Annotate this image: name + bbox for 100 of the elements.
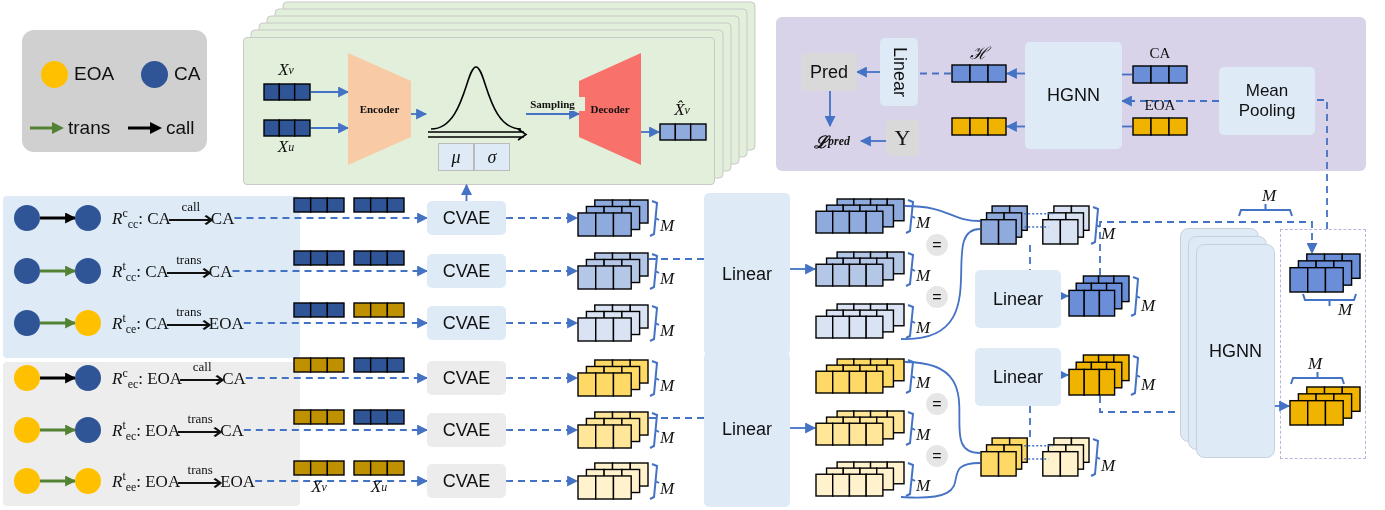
arrow [789, 422, 817, 434]
arrow [1274, 400, 1291, 412]
process-box: CVAE [427, 413, 506, 447]
tensor-stack [1289, 253, 1361, 293]
size-label: M [660, 428, 675, 448]
arrow [242, 317, 429, 329]
tensor-stack [577, 199, 649, 237]
tensor-bar [353, 409, 405, 425]
curved-connector [900, 228, 981, 340]
process-box: HGNN [1025, 42, 1122, 149]
arrow [40, 317, 77, 329]
tensor-label: EOA [1143, 95, 1177, 115]
parameter-box: μ [438, 143, 474, 171]
connector-line [648, 417, 705, 419]
connector-line [1121, 73, 1133, 76]
arrow [525, 108, 581, 120]
tensor-stack [577, 462, 649, 500]
arrow [461, 183, 472, 202]
size-label: M [916, 266, 931, 286]
arrow [859, 135, 887, 147]
arrow [310, 86, 350, 98]
curved-connector [904, 205, 981, 222]
arrow-label: trans [187, 463, 213, 476]
tensor-bar [951, 117, 1007, 136]
legend-text: EOA [74, 62, 115, 86]
arrow-label: trans [176, 253, 202, 266]
arrow-label: trans [176, 305, 202, 318]
process-box: CVAE [427, 201, 506, 235]
node-circle [14, 310, 40, 336]
process-box: CVAE [427, 254, 506, 288]
size-label: M [916, 476, 931, 496]
size-label: M [916, 373, 931, 393]
size-label: M [1262, 186, 1277, 206]
equals-circle: = [926, 444, 948, 467]
size-label: M [916, 318, 931, 338]
tensor-bar [353, 460, 405, 476]
relation-label: R$^{t}$$_{ec}$: EOA [112, 422, 181, 439]
tensor-bar [659, 123, 707, 141]
tensor-bar [293, 250, 345, 266]
node-circle [75, 365, 101, 391]
node-circle [75, 310, 101, 336]
process-box: Linear [975, 348, 1061, 406]
tensor-bar [293, 357, 345, 373]
arrow [244, 372, 429, 384]
tensor-bar [293, 460, 345, 476]
arrow-label: call [181, 200, 201, 213]
connector-line [1029, 244, 1031, 271]
arrow [505, 265, 579, 277]
process-box: Pred [801, 53, 857, 91]
node-circle [14, 205, 40, 231]
arrow [505, 212, 579, 224]
tensor-stack [815, 303, 905, 339]
tensor-stack [1289, 386, 1361, 426]
tensor-stack [815, 198, 905, 234]
tensor-bar [263, 83, 311, 101]
size-label: M [1338, 300, 1353, 320]
trapezoid-block: Encoder [348, 53, 411, 165]
tensor-bar [353, 250, 405, 266]
arrow [231, 265, 429, 277]
tensor-stack [577, 411, 649, 449]
tensor-bar [353, 357, 405, 373]
node-circle [75, 205, 101, 231]
legend-text: trans [68, 116, 111, 140]
tensor-bar [263, 119, 311, 137]
legend-text: call [166, 116, 195, 140]
process-box: CVAE [427, 361, 506, 395]
tensor-stack [1068, 354, 1130, 396]
tensor-stack [980, 205, 1090, 245]
relation-label: EOA [208, 315, 244, 332]
arrow [640, 126, 661, 138]
tensor-label: ℋ [941, 42, 1017, 62]
tensor-stack [815, 410, 905, 446]
size-label: M [1141, 296, 1156, 316]
tensor-stack [815, 251, 905, 287]
panel [243, 37, 715, 185]
arrow [1005, 68, 1026, 79]
size-label: M [660, 216, 675, 236]
arrow-label: trans [187, 412, 213, 425]
process-box: Linear [880, 38, 918, 106]
size-label: M [916, 425, 931, 445]
size-label: M [1101, 456, 1116, 476]
arrow [855, 66, 881, 78]
size-label: M [916, 213, 931, 233]
connector-line [1029, 405, 1031, 438]
connector-line [648, 258, 705, 260]
panel [776, 17, 1366, 171]
arrow [789, 263, 817, 275]
process-box: CVAE [427, 464, 506, 498]
connector-line [1121, 125, 1133, 128]
equals-circle: = [926, 233, 948, 256]
arrow [40, 424, 77, 436]
dashed-box [1280, 229, 1366, 459]
equals-circle: = [926, 393, 948, 415]
group-background [3, 362, 300, 506]
relation-label: CA [208, 263, 233, 280]
process-box: Linear [704, 352, 790, 507]
tensor-stack [1068, 275, 1130, 317]
arrow [410, 108, 428, 120]
tensor-stack [815, 358, 905, 394]
parameter-box: σ [474, 143, 510, 171]
